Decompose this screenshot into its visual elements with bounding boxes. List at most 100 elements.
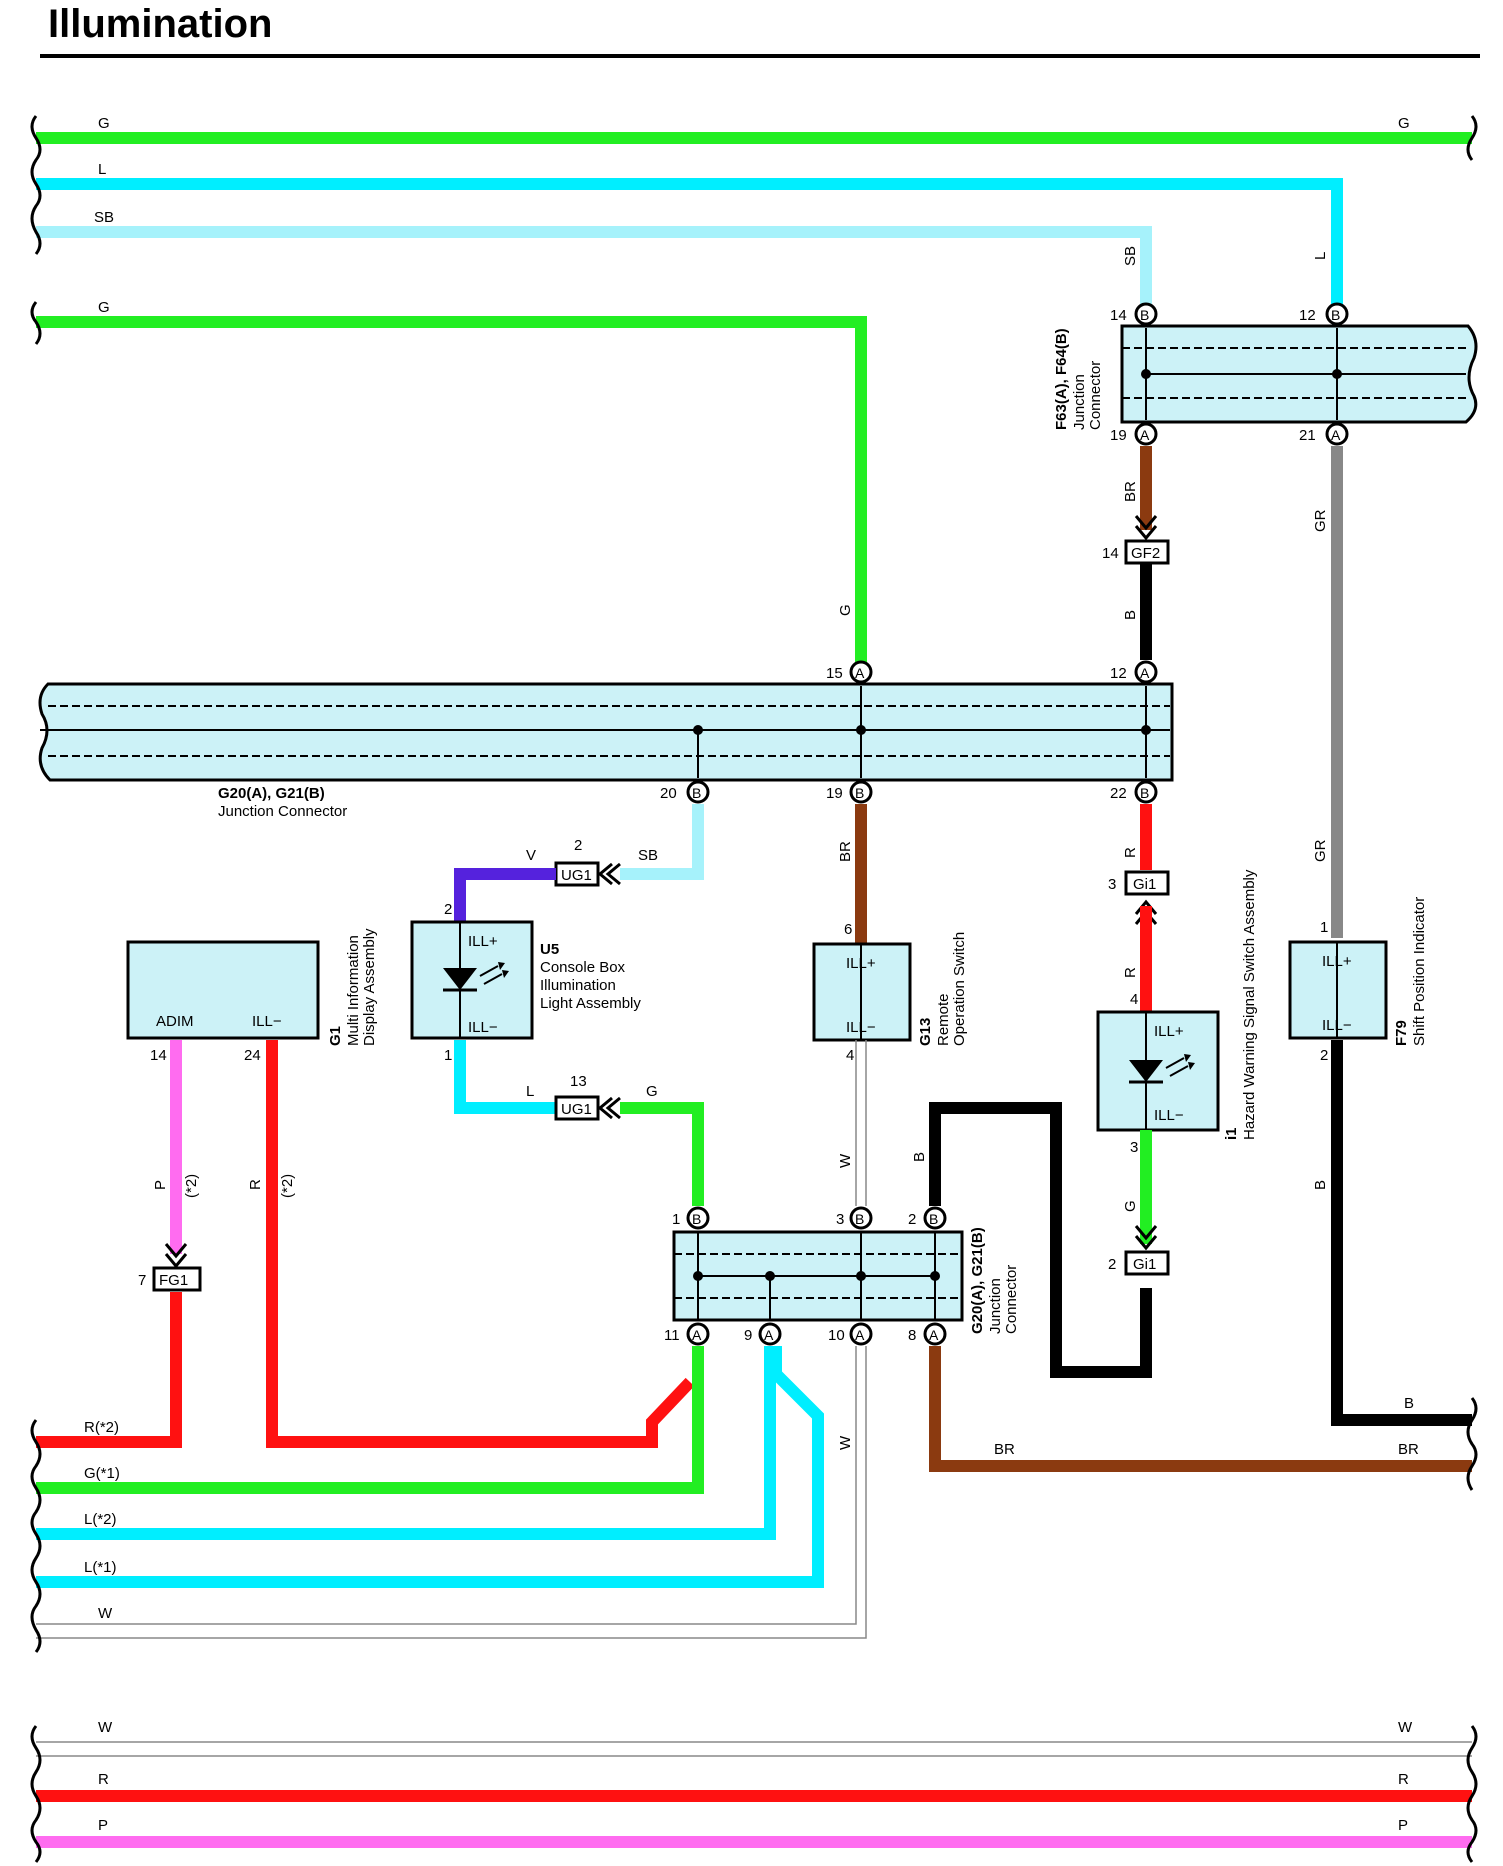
- connector-g20-bottom: G20(A), G21(B) Junction Connector B 1 B …: [664, 1206, 1020, 1346]
- svg-text:7: 7: [138, 1272, 146, 1289]
- wire-label-g13-w2: W: [837, 1435, 854, 1450]
- svg-text:4: 4: [1130, 991, 1138, 1008]
- wire-u5-l: [454, 1040, 556, 1114]
- pin-g20-a12: A 12: [1110, 660, 1158, 684]
- connector-ug1-top: UG1 2: [554, 837, 600, 887]
- wire-label-top-sb: SB: [94, 209, 114, 226]
- connector-gf2: GF2 14: [1102, 539, 1170, 565]
- wire-out-r: [36, 1292, 182, 1448]
- svg-text:15: 15: [826, 665, 843, 682]
- wire-u5-v: [454, 868, 556, 922]
- wire-label-g21-sb: SB: [638, 847, 658, 864]
- pin-g20-a9: A 9: [744, 1322, 782, 1346]
- svg-text:A: A: [855, 1327, 865, 1343]
- wire-label-f79-gr: GR: [1312, 839, 1329, 862]
- wire-label-gf2-b: B: [1122, 610, 1139, 620]
- wire-bottom-w: [36, 1741, 1472, 1757]
- wire-top-sb: [36, 226, 1152, 304]
- component-f79: ILL+ ILL− 1 2 F79 Shift Position Indicat…: [1288, 897, 1428, 1064]
- break-marks: [30, 115, 1478, 1863]
- svg-text:i1: i1: [1223, 1127, 1240, 1140]
- pin-g21-b3: B 3: [836, 1206, 873, 1230]
- svg-text:12: 12: [1110, 665, 1127, 682]
- svg-text:22: 22: [1110, 785, 1127, 802]
- svg-text:B: B: [855, 1211, 864, 1227]
- svg-text:2: 2: [1320, 1047, 1328, 1064]
- svg-text:14: 14: [150, 1047, 167, 1064]
- svg-text:B: B: [1331, 307, 1340, 323]
- pin-g21-b22: B 22: [1110, 780, 1158, 804]
- svg-text:Display Assembly: Display Assembly: [361, 928, 378, 1046]
- pin-g21-b2: B 2: [908, 1206, 947, 1230]
- svg-text:UG1: UG1: [561, 1101, 592, 1118]
- svg-text:P: P: [1398, 1817, 1408, 1834]
- svg-text:1: 1: [1320, 919, 1328, 936]
- svg-text:9: 9: [744, 1327, 752, 1344]
- svg-text:GF2: GF2: [1131, 545, 1160, 562]
- svg-text:2: 2: [1108, 1256, 1116, 1273]
- svg-text:ILL+: ILL+: [468, 933, 498, 950]
- svg-text:A: A: [929, 1327, 939, 1343]
- svg-text:B: B: [1140, 785, 1149, 801]
- svg-text:12: 12: [1299, 307, 1316, 324]
- svg-text:14: 14: [1110, 307, 1127, 324]
- wire-label-out-w: W: [98, 1605, 113, 1622]
- wire-label-gi1-r: R: [1122, 967, 1139, 978]
- svg-text:P: P: [98, 1817, 108, 1834]
- svg-text:Gi1: Gi1: [1133, 1256, 1156, 1273]
- wire-label-g1-p-note: (*2): [183, 1174, 200, 1198]
- svg-text:B: B: [692, 785, 701, 801]
- svg-text:ILL−: ILL−: [468, 1019, 498, 1036]
- wire-label-out-l1: L(*1): [84, 1559, 117, 1576]
- wire-label-g1-p: P: [152, 1180, 169, 1190]
- svg-text:UG1: UG1: [561, 867, 592, 884]
- pin-g21-b1: B 1: [672, 1206, 710, 1230]
- wire-mid-br: [929, 1346, 1472, 1472]
- svg-text:1: 1: [444, 1047, 452, 1064]
- svg-text:14: 14: [1102, 545, 1119, 562]
- svg-text:3: 3: [1130, 1139, 1138, 1156]
- connector-ug1-bottom: UG1 13: [554, 1073, 600, 1121]
- connector-gi1-top: Gi1 3: [1108, 870, 1170, 896]
- wire-out-l1: [36, 1346, 824, 1588]
- wire-label-g20-g: G: [837, 604, 854, 616]
- svg-text:1: 1: [672, 1211, 680, 1228]
- wire-label-top-g-right: G: [1398, 115, 1410, 132]
- f63-line2: Connector: [1087, 361, 1104, 430]
- svg-text:G1: G1: [327, 1026, 344, 1046]
- svg-text:3: 3: [836, 1211, 844, 1228]
- component-g1: ADIM ILL− 14 24 G1 Multi Information Dis…: [126, 928, 378, 1064]
- wire-label-f63-br: BR: [1122, 481, 1139, 502]
- wire-top-l: [36, 178, 1343, 304]
- pin-g21-b20: B 20: [660, 780, 710, 804]
- f63-code: F63(A), F64(B): [1053, 328, 1070, 430]
- svg-text:4: 4: [846, 1047, 854, 1064]
- svg-text:ILL−: ILL−: [846, 1019, 876, 1036]
- svg-text:2: 2: [574, 837, 582, 854]
- svg-text:Junction: Junction: [987, 1278, 1004, 1334]
- svg-text:F79: F79: [1393, 1020, 1410, 1046]
- wire-top-g2: [36, 316, 867, 666]
- wire-label-right-br: BR: [1398, 1441, 1419, 1458]
- wire-label-ug1-g: G: [646, 1083, 658, 1100]
- pin-g20-a15: A 15: [826, 660, 873, 684]
- svg-text:ILL−: ILL−: [1322, 1017, 1352, 1034]
- svg-text:R: R: [1398, 1771, 1409, 1788]
- wire-out-w: [36, 1346, 867, 1639]
- pin-g20-a10: A 10: [828, 1322, 873, 1346]
- wire-label-g-b: B: [911, 1152, 928, 1162]
- pin-g21-b19: B 19: [826, 780, 873, 804]
- wire-label-top-l: L: [98, 161, 106, 178]
- svg-text:R: R: [98, 1771, 109, 1788]
- wire-label-g1-r-note: (*2): [279, 1174, 296, 1198]
- component-i1: ILL+ ILL− 4 3 i1 Hazard Warning Signal S…: [1096, 869, 1258, 1156]
- g20-top-line1: Junction Connector: [218, 803, 347, 820]
- svg-text:B: B: [692, 1211, 701, 1227]
- pin-g20-a8: A 8: [908, 1322, 947, 1346]
- wire-label-top-g2: G: [98, 299, 110, 316]
- svg-text:3: 3: [1108, 876, 1116, 893]
- pin-f63-b12: B 12: [1299, 302, 1349, 326]
- svg-text:6: 6: [844, 921, 852, 938]
- wire-label-drop-sb: SB: [1122, 246, 1139, 266]
- svg-text:W: W: [98, 1719, 113, 1736]
